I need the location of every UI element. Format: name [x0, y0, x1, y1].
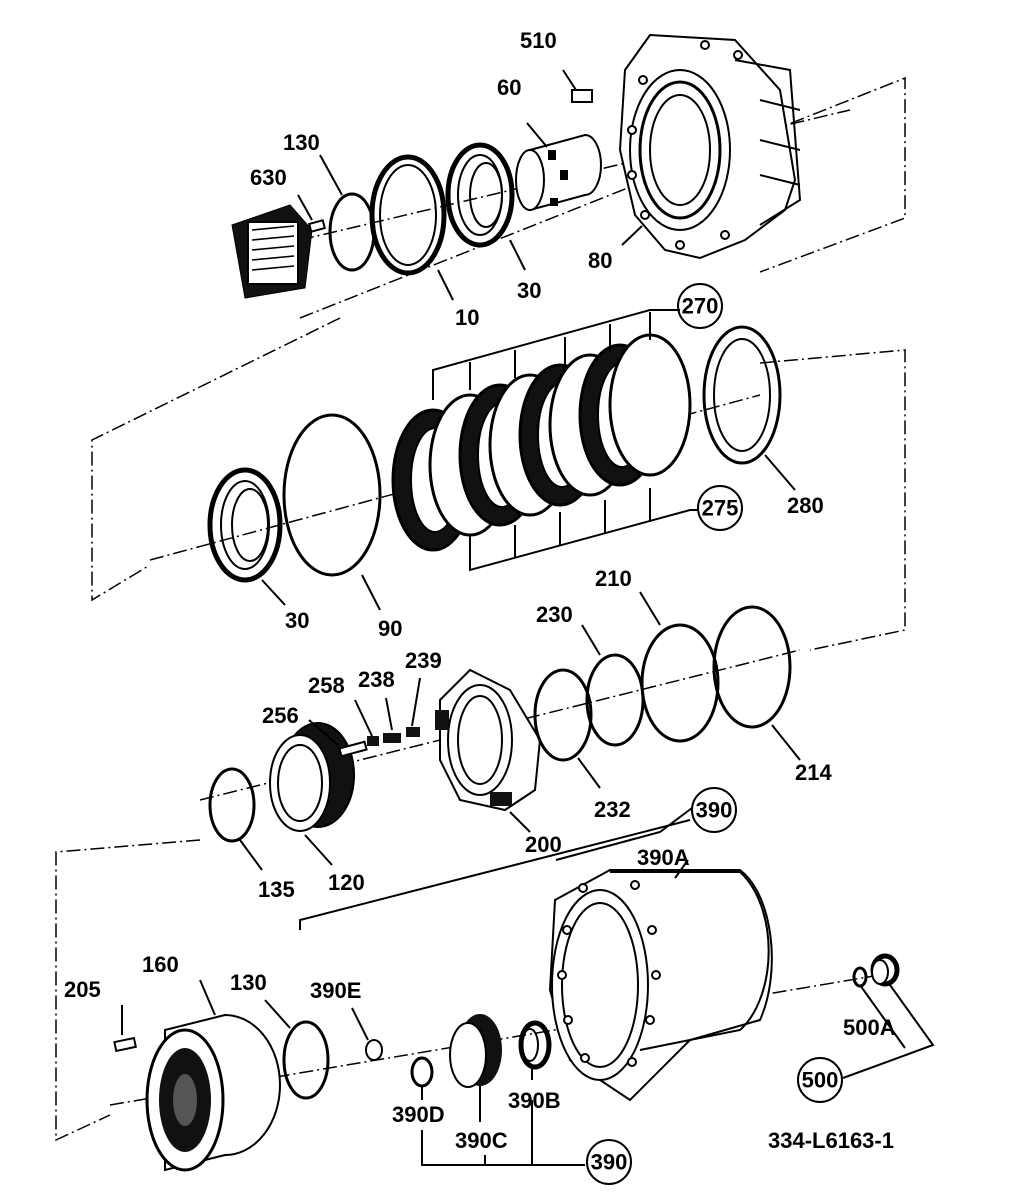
part-500A	[852, 966, 868, 988]
bolt-630	[307, 219, 327, 233]
part-630-assembly	[231, 204, 313, 299]
callout-30-upper: 30	[517, 278, 541, 303]
bearing-30-upper	[445, 142, 515, 248]
callout-230: 230	[536, 602, 573, 627]
washer-390E	[365, 1039, 383, 1061]
callout-510: 510	[520, 28, 557, 53]
callout-90: 90	[378, 616, 402, 641]
callout-390B: 390B	[508, 1088, 561, 1113]
callout-500: 500	[802, 1068, 839, 1093]
callout-80: 80	[588, 248, 612, 273]
callout-circle-390-upper	[691, 787, 737, 833]
callout-circle-390-lower	[586, 1139, 632, 1185]
callout-256: 256	[262, 703, 299, 728]
ring-130-lower	[282, 1020, 330, 1100]
spring-238	[383, 733, 401, 743]
callout-390C: 390C	[455, 1128, 508, 1153]
callout-160: 160	[142, 952, 179, 977]
callout-135: 135	[258, 877, 295, 902]
assembly-boundary-lines	[55, 76, 906, 1142]
callout-275: 275	[702, 496, 739, 521]
bearing-390B	[518, 1020, 552, 1070]
carrier-160	[145, 1013, 281, 1172]
ring-230	[585, 653, 645, 747]
ring-232	[533, 668, 593, 762]
callout-labels: 510 60 130 630 10 30 80 270 275 280 30 9…	[64, 28, 896, 1185]
ring-90	[282, 413, 382, 577]
ring-210	[640, 623, 720, 743]
callout-390D: 390D	[392, 1102, 445, 1127]
plate-280	[702, 325, 782, 465]
sleeve-60	[515, 133, 602, 212]
pin-205	[113, 1036, 138, 1053]
callout-390-lower: 390	[591, 1150, 628, 1175]
callout-130-upper: 130	[283, 130, 320, 155]
callout-214: 214	[795, 760, 832, 785]
bearing-30-lower	[207, 467, 283, 583]
callout-200: 200	[525, 832, 562, 857]
ring-390D	[410, 1056, 434, 1088]
callout-120: 120	[328, 870, 365, 895]
housing-80	[618, 33, 802, 260]
callout-630: 630	[250, 165, 287, 190]
callout-circle-500	[797, 1057, 843, 1103]
ring-214	[712, 605, 792, 729]
leader-lines	[121, 69, 935, 1166]
callout-500A: 500A	[843, 1015, 896, 1040]
drawing-number: 334-L6163-1	[768, 1128, 894, 1153]
piston-200	[435, 668, 542, 812]
callout-10: 10	[455, 305, 479, 330]
callout-390A: 390A	[637, 845, 690, 870]
callout-390-upper: 390	[696, 798, 733, 823]
clutch-pack	[391, 333, 692, 552]
part-500	[870, 953, 900, 987]
spring-239	[406, 727, 420, 737]
callout-130-lower: 130	[230, 970, 267, 995]
callout-circle-270	[677, 283, 723, 329]
callout-232: 232	[594, 797, 631, 822]
callout-270: 270	[682, 294, 719, 319]
plate-270-leaders	[432, 309, 680, 400]
ring-135	[208, 767, 256, 843]
callout-280: 280	[787, 493, 824, 518]
housing-390A	[548, 869, 773, 1102]
callout-circle-275	[697, 485, 743, 531]
callout-258: 258	[308, 673, 345, 698]
callout-30-lower: 30	[285, 608, 309, 633]
callout-210: 210	[595, 566, 632, 591]
pin-256	[338, 740, 368, 758]
callout-60: 60	[497, 75, 521, 100]
seal-ring-10	[369, 154, 447, 276]
plate-275-leaders	[469, 488, 698, 572]
callout-239: 239	[405, 648, 442, 673]
callout-390E: 390E	[310, 978, 361, 1003]
callout-205: 205	[64, 977, 101, 1002]
callout-238: 238	[358, 667, 395, 692]
spring-258	[367, 736, 379, 746]
gear-120	[269, 722, 355, 832]
bolt-510	[571, 89, 593, 103]
gear-390C	[449, 1014, 502, 1088]
